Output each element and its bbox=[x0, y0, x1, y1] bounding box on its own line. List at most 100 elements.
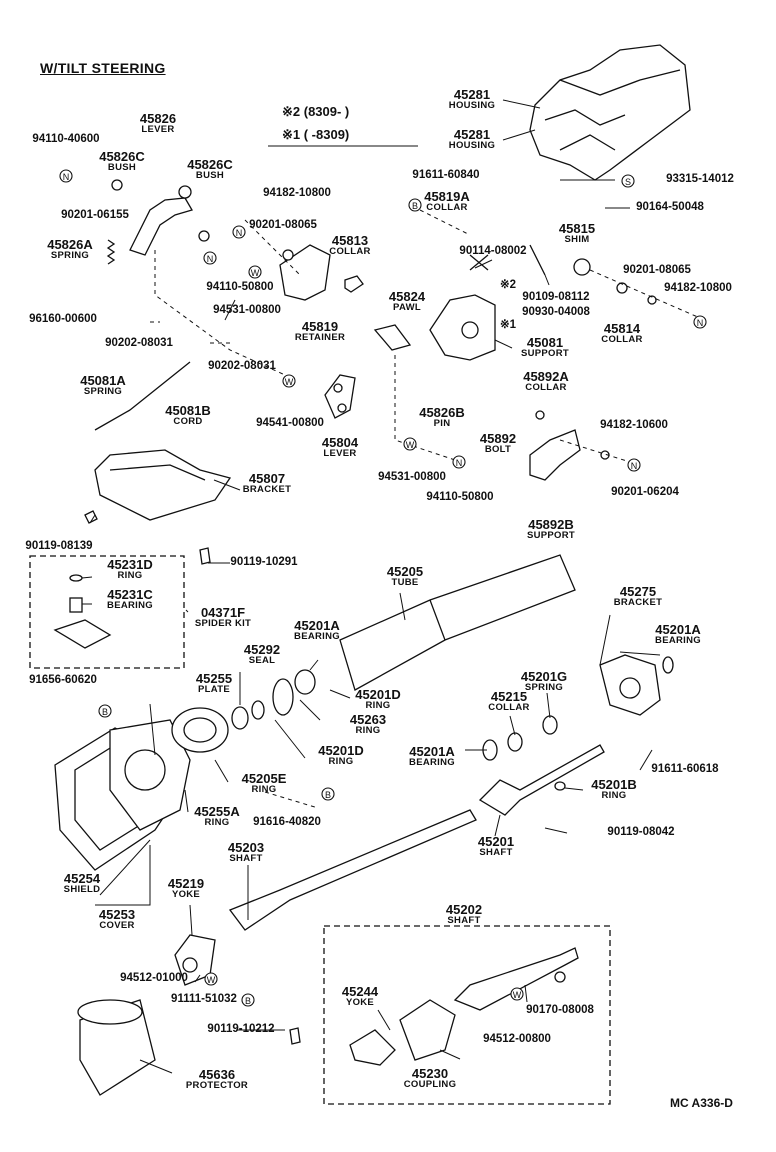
part-number: 90164-50048 bbox=[636, 201, 704, 213]
part-callout: 91111-51032 bbox=[171, 993, 237, 1006]
part-name: SPIDER KIT bbox=[194, 618, 252, 629]
part-callout: 90164-50048 bbox=[636, 201, 704, 214]
part-name: RETAINER bbox=[294, 332, 346, 343]
part-name: RING bbox=[601, 790, 627, 801]
tube-part bbox=[272, 554, 576, 716]
part-number: 45826A bbox=[47, 237, 93, 252]
part-callout: 94110-50800 bbox=[206, 281, 273, 294]
part-number: 93315-14012 bbox=[666, 173, 734, 185]
part-callout: 90201-08065 bbox=[249, 219, 317, 232]
part-name: PLATE bbox=[198, 684, 230, 695]
svg-text:W: W bbox=[513, 990, 522, 1000]
part-name: BEARING bbox=[294, 631, 340, 642]
svg-text:B: B bbox=[325, 790, 331, 800]
part-name: COLLAR bbox=[488, 702, 530, 713]
part-number: 45636 bbox=[198, 1067, 236, 1082]
part-name: COLLAR bbox=[525, 382, 567, 393]
legend-note-1: ※1 ( -8309) bbox=[282, 127, 350, 142]
part-name: SHAFT bbox=[447, 915, 481, 926]
part-number: 90114-08002 bbox=[459, 245, 527, 257]
part-name: BEARING bbox=[655, 635, 701, 646]
part-number: 45826C bbox=[187, 157, 233, 172]
shaft-part bbox=[228, 715, 605, 931]
coupling-part bbox=[349, 947, 579, 1066]
part-callout: 94110-40600 bbox=[32, 133, 99, 146]
part-number: 45201A bbox=[409, 744, 455, 759]
part-callout: 90930-04008 bbox=[522, 306, 590, 319]
part-callout: 90119-10291 bbox=[230, 556, 298, 569]
yoke-part bbox=[174, 934, 216, 986]
part-number: 45807 bbox=[248, 471, 286, 486]
svg-text:N: N bbox=[456, 458, 463, 468]
part-callout: 94182-10600 bbox=[600, 419, 668, 432]
part-number: 45081B bbox=[165, 403, 211, 418]
part-name: PAWL bbox=[393, 302, 421, 313]
part-callout: 90109-08112 bbox=[522, 291, 590, 304]
part-number: 45254 bbox=[63, 871, 101, 886]
part-name: SEAL bbox=[248, 655, 276, 666]
part-number: 45219 bbox=[167, 876, 205, 891]
svg-text:W: W bbox=[285, 377, 294, 387]
part-number: 45826 bbox=[139, 111, 177, 126]
part-number: 45230 bbox=[411, 1066, 449, 1081]
part-name: RING bbox=[251, 784, 277, 795]
svg-text:B: B bbox=[412, 201, 418, 211]
svg-text:W: W bbox=[251, 268, 260, 278]
part-number: 45201A bbox=[294, 618, 340, 633]
part-number: 45203 bbox=[227, 840, 265, 855]
part-callout: 90202-08031 bbox=[105, 337, 173, 350]
part-name: RING bbox=[117, 570, 143, 581]
part-number: 94110-50800 bbox=[426, 491, 494, 503]
part-number: 45292 bbox=[243, 642, 281, 657]
part-number: ※2 bbox=[499, 279, 517, 291]
part-name: SHIM bbox=[564, 234, 590, 245]
part-number: 04371F bbox=[200, 605, 246, 620]
support-part bbox=[373, 244, 657, 361]
part-number: 45824 bbox=[388, 289, 426, 304]
part-callout: 93315-14012 bbox=[666, 173, 734, 186]
part-number: 94531-00800 bbox=[378, 471, 446, 483]
part-callout: 91656-60620 bbox=[29, 674, 97, 687]
part-number: 91611-60618 bbox=[651, 763, 719, 775]
part-callout: 94182-10800 bbox=[263, 187, 331, 200]
part-number: 45263 bbox=[349, 712, 387, 727]
part-name: BUSH bbox=[107, 162, 137, 173]
part-number: 45826C bbox=[99, 149, 145, 164]
part-number: 45201D bbox=[318, 743, 364, 758]
part-callout: 90170-08008 bbox=[526, 1004, 594, 1017]
part-number: 90109-08112 bbox=[522, 291, 590, 303]
spider-kit-box bbox=[29, 555, 185, 669]
svg-text:N: N bbox=[63, 172, 70, 182]
part-number: 45205 bbox=[386, 564, 424, 579]
part-callout: 94512-00800 bbox=[483, 1033, 551, 1046]
part-callout: 90119-08139 bbox=[25, 540, 92, 553]
part-name: BRACKET bbox=[242, 484, 292, 495]
part-name: PIN bbox=[433, 418, 451, 429]
part-number: 45281 bbox=[453, 87, 491, 102]
part-number: 90119-10291 bbox=[230, 556, 298, 568]
part-number: ※1 bbox=[499, 319, 517, 331]
part-name: SPRING bbox=[524, 682, 564, 693]
legend-note-2: ※2 (8309- ) bbox=[282, 104, 350, 119]
part-number: 94531-00800 bbox=[213, 304, 281, 316]
